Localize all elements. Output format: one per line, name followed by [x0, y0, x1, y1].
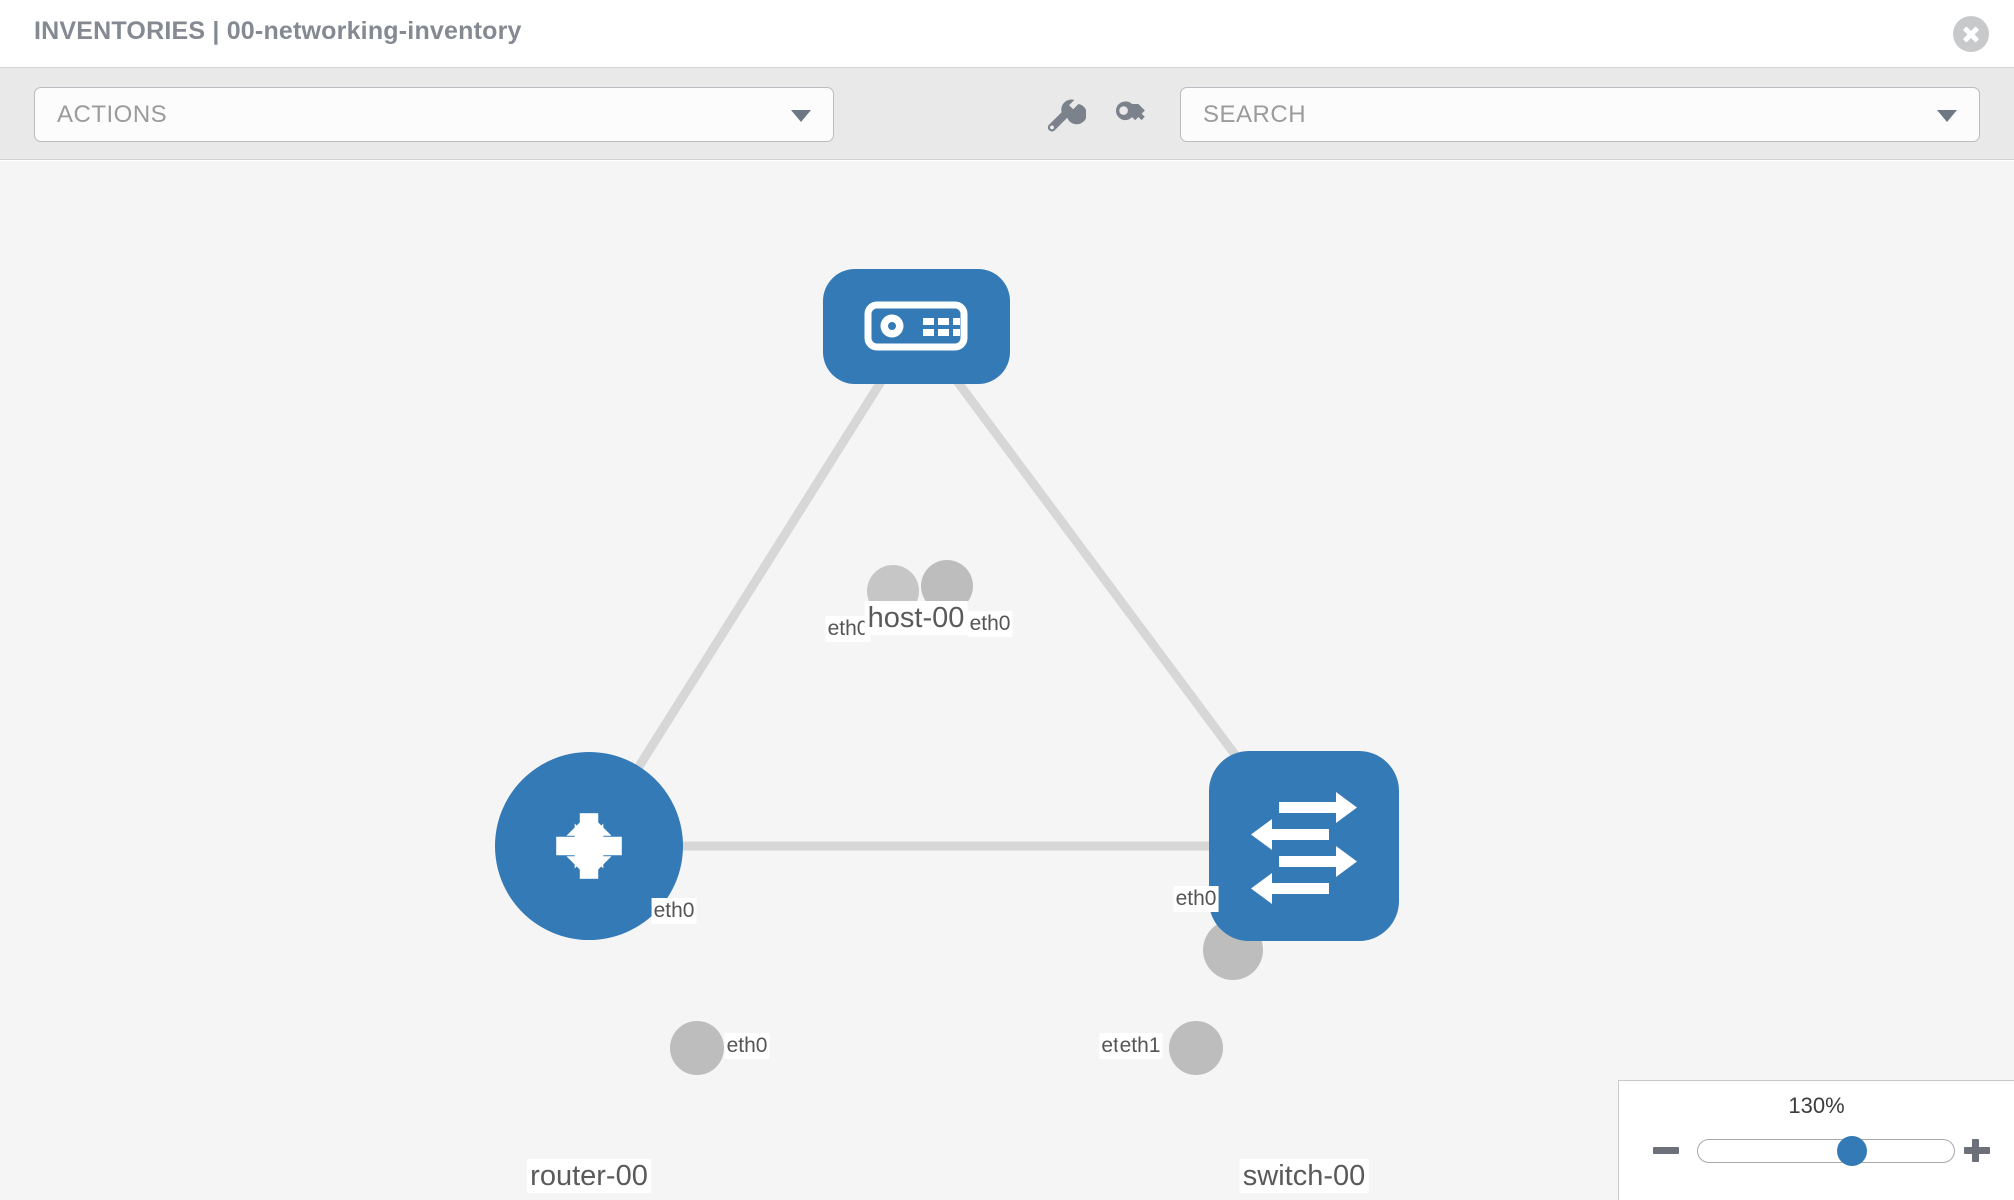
chevron-down-icon [1937, 109, 1957, 122]
wrench-icon[interactable] [1040, 92, 1087, 138]
toolbar: ACTIONS SEARCH [0, 68, 2014, 160]
iface-label: eth1 [1117, 1033, 1163, 1059]
port-router00-eth0[interactable] [670, 1021, 724, 1075]
zoom-in-button[interactable] [1962, 1135, 1992, 1165]
actions-dropdown[interactable]: ACTIONS [34, 87, 834, 142]
zoom-slider[interactable] [1697, 1136, 1955, 1166]
chevron-down-icon [791, 109, 811, 122]
actions-dropdown-label: ACTIONS [57, 100, 168, 128]
node-router-00[interactable] [495, 752, 683, 940]
node-label-host-00: host-00 [864, 601, 968, 635]
topology-graph [495, 269, 1399, 1075]
page-title: INVENTORIES | 00-networking-inventory [34, 17, 522, 45]
node-host-00[interactable] [823, 269, 1010, 384]
port-switch00-eth1[interactable] [1169, 1021, 1223, 1075]
port-host00-eth0-right[interactable] [921, 560, 973, 612]
switch-icon [1251, 792, 1357, 904]
zoom-control-panel: 130% [1618, 1080, 2014, 1200]
zoom-slider-row [1619, 1129, 2014, 1173]
node-label-router-00: router-00 [527, 1159, 651, 1193]
iface-label: eth0 [651, 898, 697, 924]
iface-label: eth0 [825, 616, 871, 642]
zoom-level-value: 130% [1788, 1093, 1845, 1118]
iface-label: eth0 [1173, 886, 1219, 912]
plus-icon-vertical [1971, 1139, 1979, 1162]
iface-label: eth0 [967, 611, 1013, 637]
zoom-slider-thumb[interactable] [1836, 1136, 1867, 1166]
search-input-placeholder: SEARCH [1203, 100, 1307, 128]
topology-canvas[interactable]: eth0 eth0 eth0 eth0 eth0 eth eth1 host-0… [0, 161, 2014, 1200]
key-icon[interactable] [1108, 92, 1154, 138]
iface-label: eth0 [724, 1033, 770, 1059]
node-label-switch-00: switch-00 [1239, 1159, 1369, 1193]
node-switch-00[interactable] [1209, 751, 1399, 941]
minus-icon [1653, 1147, 1679, 1154]
host-icon [864, 301, 968, 351]
page-header: INVENTORIES | 00-networking-inventory [0, 0, 2014, 68]
topology-ports [670, 560, 1263, 1075]
search-input[interactable]: SEARCH [1180, 87, 1980, 142]
link-host00-router00[interactable] [585, 323, 920, 849]
close-icon[interactable] [1953, 16, 1989, 52]
zoom-out-button[interactable] [1651, 1135, 1681, 1165]
